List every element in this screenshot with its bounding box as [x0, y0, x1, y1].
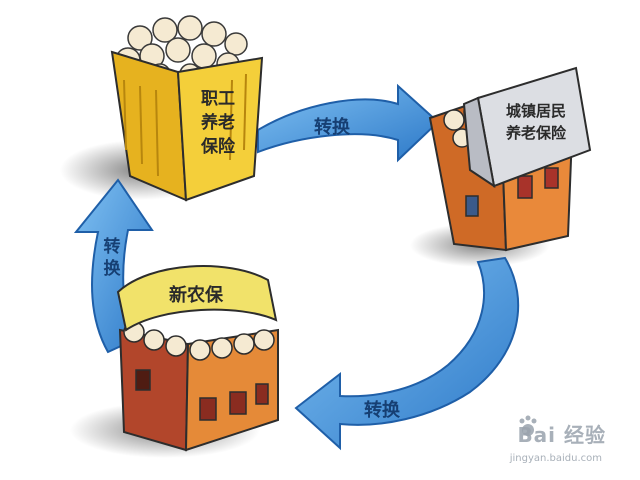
watermark-main: Bai 经验 — [517, 419, 606, 448]
employee-label-line: 养老 — [200, 112, 235, 133]
node-label-rural: 新农保 — [169, 284, 224, 306]
node-label-employee: 职工养老保险 — [200, 89, 236, 157]
left-arrow-label-line: 换 — [104, 258, 122, 279]
employee-label-line: 职工 — [201, 89, 235, 109]
arrow-label-bottom: 转换 — [364, 399, 401, 421]
watermark-url: jingyan.baidu.com — [510, 453, 602, 464]
arrow-employee-to-urban: 转换 — [258, 86, 438, 160]
arrow-label-top: 转换 — [314, 116, 351, 138]
employee-label-line: 保险 — [200, 136, 236, 157]
node-employee-pension: 职工养老保险 — [112, 16, 262, 200]
node-rural-pension: 新农保 — [118, 266, 278, 450]
urban-label-line: 养老保险 — [505, 124, 567, 142]
urban-label-line: 城镇居民 — [506, 102, 566, 120]
node-urban-pension: 城镇居民养老保险 — [430, 68, 590, 250]
arrow-urban-to-rural: 转换 — [296, 258, 518, 448]
left-arrow-label-line: 转 — [104, 236, 121, 257]
